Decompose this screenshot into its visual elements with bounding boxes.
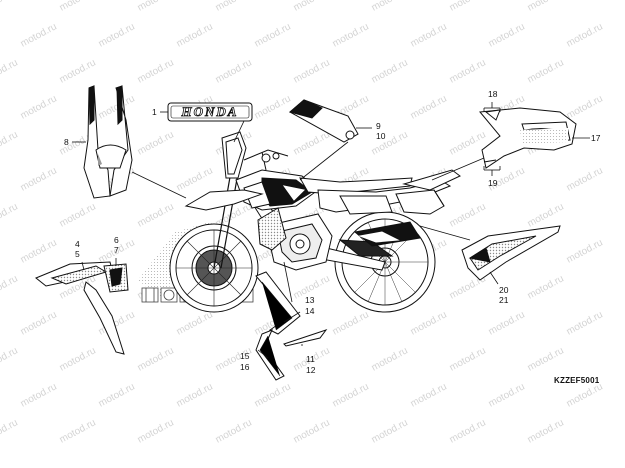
callout-7: 7 <box>114 245 119 255</box>
callout-13: 13 <box>305 295 315 305</box>
rear-side-cover-dark <box>339 195 393 215</box>
part-shroud-decal-small <box>103 263 129 293</box>
callout-14: 14 <box>305 306 315 316</box>
callout-17: 17 <box>591 133 601 143</box>
diagram-code: KZZEF5001 <box>554 376 600 385</box>
part-shroud-decal-front <box>35 261 125 355</box>
callout-1: 1 <box>152 107 157 117</box>
callout-11: 11 <box>306 354 315 364</box>
front-fender <box>184 189 264 211</box>
honda-emblem-text: HONDA <box>181 104 239 119</box>
callout-10: 10 <box>376 131 386 141</box>
part-tank-top-decal <box>288 99 359 143</box>
callout-16: 16 <box>240 362 250 372</box>
callout-8: 8 <box>64 137 69 147</box>
muffler <box>395 189 445 215</box>
leader-lines <box>72 102 590 359</box>
callout-20: 20 <box>499 285 509 295</box>
callout-18: 18 <box>488 89 498 99</box>
part-rear-fender-decal <box>479 107 577 169</box>
callout-4: 4 <box>75 239 80 249</box>
callout-9: 9 <box>376 121 381 131</box>
motorcycle-illustration <box>138 131 461 313</box>
callout-12: 12 <box>306 365 316 375</box>
part-honda-emblem <box>167 102 253 122</box>
part-side-cover-decal-rear <box>461 225 561 281</box>
callout-5: 5 <box>75 249 80 259</box>
callout-6: 6 <box>114 235 119 245</box>
callout-19: 19 <box>488 178 498 188</box>
callout-21: 21 <box>499 295 509 305</box>
part-small-strip-decal <box>283 329 328 347</box>
part-fork-guard-decal-lower <box>255 329 285 381</box>
part-fork-guard-decal-upper <box>255 271 301 335</box>
part-front-fender-decal <box>83 85 133 199</box>
callout-15: 15 <box>240 351 250 361</box>
